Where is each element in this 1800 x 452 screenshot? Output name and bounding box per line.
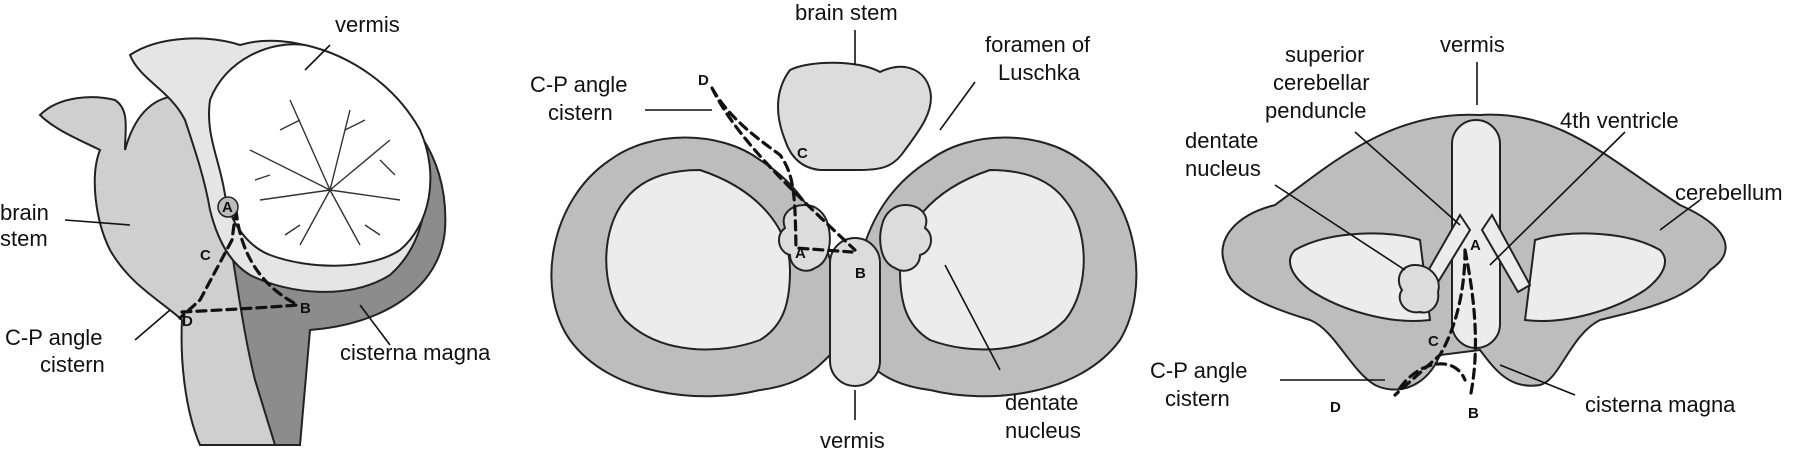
label-dentate-panel2-line2: nucleus — [1005, 418, 1081, 443]
label-cisterna-magna-panel3: cisterna magna — [1585, 392, 1736, 417]
label-vermis-panel3: vermis — [1440, 32, 1505, 57]
label-foramen-panel2-line2: Luschka — [998, 60, 1081, 85]
peduncle-right — [1480, 213, 1532, 294]
arbor-vitae-folds — [249, 99, 401, 246]
point-c-panel3: C — [1428, 333, 1439, 350]
point-c-panel1: C — [200, 247, 211, 264]
panel-posterior: A B C D vermis superior cerebellar pendu… — [1150, 32, 1783, 422]
point-b-panel1: B — [300, 300, 311, 317]
label-cp-angle-panel2: C-P angle — [530, 72, 627, 97]
arbor-vitae — [208, 43, 432, 267]
label-cp-angle-panel3-line2: cistern — [1165, 386, 1230, 411]
label-dentate-panel3-line2: nucleus — [1185, 156, 1261, 181]
label-scp-panel3-line3: penduncle — [1265, 98, 1367, 123]
label-vermis-panel1: vermis — [335, 12, 400, 37]
point-a-panel1: A — [222, 199, 233, 216]
right-lobe-inner — [1523, 232, 1666, 322]
label-cp-angle-panel3: C-P angle — [1150, 358, 1247, 383]
dentate-nucleus-left — [778, 203, 831, 272]
dashed-path-panel2 — [710, 86, 857, 254]
panel-axial: A B C D brain stem C-P angle cistern for… — [530, 0, 1138, 452]
label-cerebellum-panel3: cerebellum — [1675, 180, 1783, 205]
label-4th-ventricle-panel3: 4th ventricle — [1560, 108, 1679, 133]
brain-stem-shape-panel2 — [777, 61, 932, 171]
label-brain-stem-panel1-line2: stem — [0, 226, 48, 251]
point-b-panel2: B — [855, 265, 866, 282]
dashed-path-panel3 — [1393, 248, 1478, 400]
label-scp-panel3: superior — [1285, 42, 1364, 67]
point-b-panel3: B — [1468, 405, 1479, 422]
label-cp-angle-panel1-line2: cistern — [40, 352, 105, 377]
label-brain-stem-panel2: brain stem — [795, 0, 898, 25]
point-d-panel1: D — [182, 313, 193, 330]
point-a-marker-panel1 — [217, 196, 239, 218]
left-lobe-inner — [1289, 232, 1432, 322]
dashed-path-panel1 — [178, 208, 300, 320]
label-cisterna-magna-panel1: cisterna magna — [340, 340, 491, 365]
label-brain-stem-panel1: brain — [0, 200, 49, 225]
label-dentate-panel3: dentate — [1185, 128, 1258, 153]
label-dentate-panel2: dentate — [1005, 390, 1078, 415]
dentate-nucleus-right — [879, 203, 932, 272]
point-d-panel2: D — [698, 72, 709, 89]
label-vermis-panel2: vermis — [820, 428, 885, 452]
label-scp-panel3-line2: cerebellar — [1273, 70, 1370, 95]
point-a-panel2: A — [795, 245, 806, 262]
vermis-panel2 — [829, 237, 881, 387]
dentate-nucleus-panel3 — [1397, 263, 1440, 314]
label-foramen-panel2: foramen of — [985, 32, 1091, 57]
label-cp-angle-panel1: C-P angle — [5, 325, 102, 350]
label-cp-angle-panel2-line2: cistern — [548, 100, 613, 125]
panel-sagittal: A B C D vermis brain stem C-P angle cist… — [0, 12, 491, 446]
point-d-panel3: D — [1330, 399, 1341, 416]
point-a-panel3: A — [1470, 237, 1481, 254]
point-c-panel2: C — [797, 145, 808, 162]
